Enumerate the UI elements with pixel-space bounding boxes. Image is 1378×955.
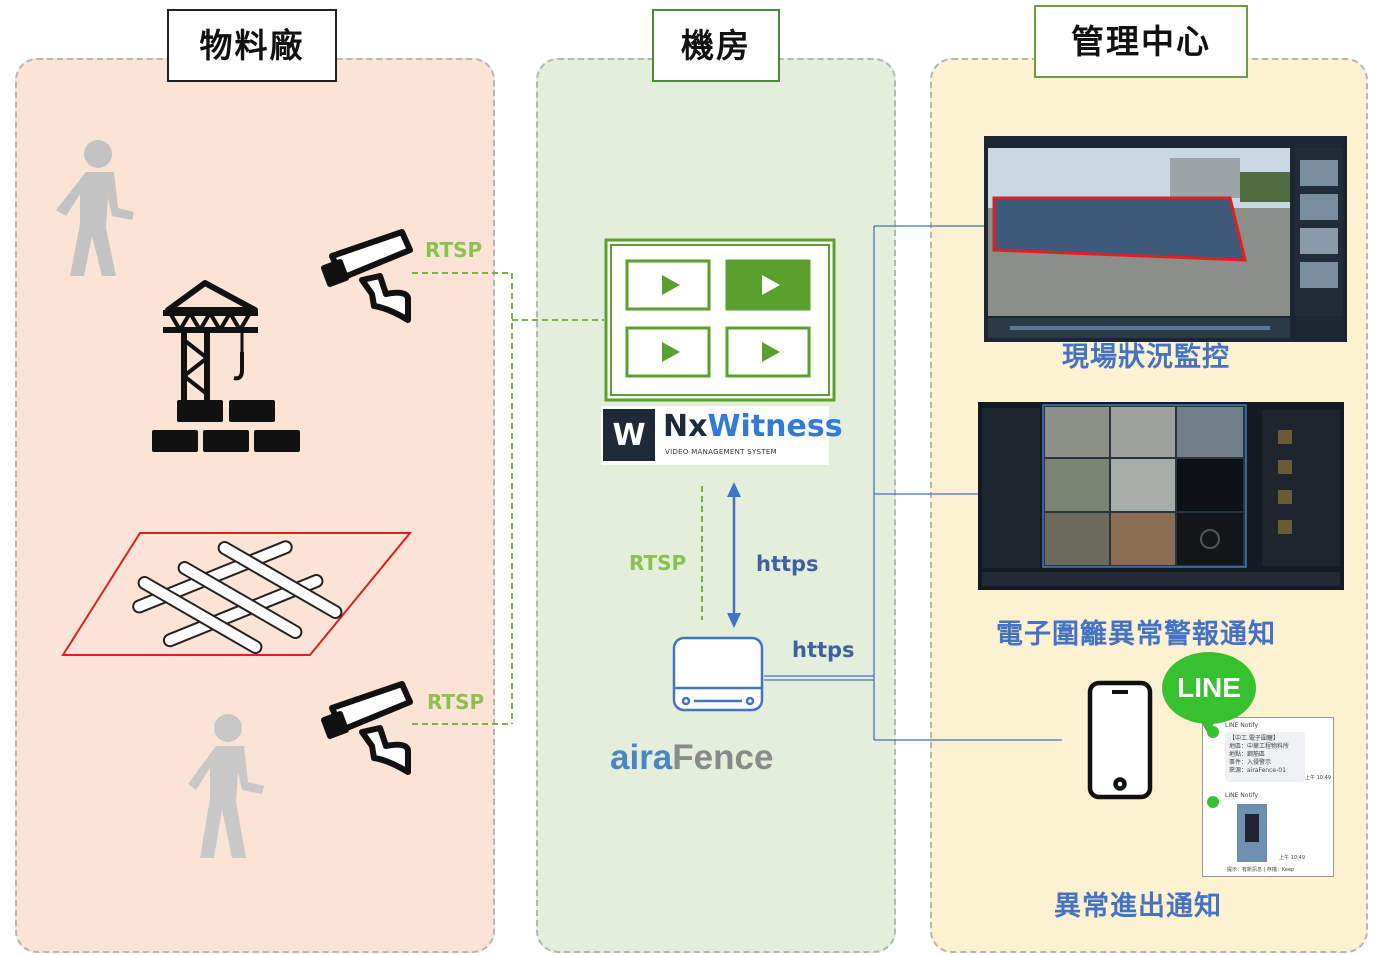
- rebar-icon: [132, 540, 343, 654]
- chat-footer: 提示：有新訊息 | 存擋：Keep: [1227, 867, 1295, 873]
- chat-msg-line-2: 地區：中華工程物料所: [1229, 743, 1290, 750]
- entry-notice-caption: 異常進出通知: [1054, 891, 1222, 922]
- chat-photo: [1237, 804, 1267, 862]
- https-label-horizontal: https: [792, 638, 855, 662]
- line-logo-icon: LINE: [1162, 652, 1256, 734]
- walking-person-icon: [188, 714, 264, 858]
- chat-msg-line-5: 來源：airaFence-01: [1229, 767, 1286, 774]
- factory-title: 物料廠: [167, 9, 337, 82]
- nx-witness-name: NxWitness: [663, 412, 843, 442]
- airafence-logo-part2: Fence: [672, 738, 774, 777]
- rtsp-label-top: RTSP: [425, 238, 483, 262]
- chat-time-2: 上午 10:49: [1279, 855, 1305, 861]
- walking-person-icon: [56, 140, 134, 276]
- nx-witness-mark: W: [603, 409, 655, 461]
- tower-crane-icon: [163, 280, 258, 400]
- rtsp-label-vertical: RTSP: [629, 551, 687, 575]
- chat-sender-2: LINE Notify: [1225, 792, 1259, 799]
- chat-sender-1: LINE Notify: [1225, 722, 1259, 729]
- airafence-logo-part1: aira: [610, 738, 673, 777]
- machine-room-title: 機房: [652, 9, 780, 82]
- nx-witness-name-part2: Witness: [707, 409, 843, 444]
- live-monitor-caption: 現場狀況監控: [1062, 342, 1230, 373]
- line-chat-screenshot: LINE Notify 【中工.電子圍籬】 地區：中華工程物料所 地點：鋼筋區 …: [1202, 717, 1334, 877]
- chat-msg-line-3: 地點：鋼筋區: [1229, 751, 1266, 758]
- chat-msg-line-4: 事件：入侵警示: [1229, 759, 1272, 766]
- https-connector: [764, 225, 1062, 741]
- line-avatar-icon: [1207, 796, 1219, 808]
- chat-time-1: 上午 10:49: [1305, 775, 1331, 781]
- video-grid-icon: [604, 238, 836, 402]
- fence-alarm-caption: 電子圍籬異常警報通知: [996, 619, 1276, 650]
- smartphone-icon: [1087, 680, 1153, 800]
- nx-witness-logo: W NxWitness VIDEO MANAGEMENT SYSTEM: [601, 406, 843, 465]
- chat-message-bubble: 【中工.電子圍籬】 地區：中華工程物料所 地點：鋼筋區 事件：入侵警示 來源：a…: [1225, 732, 1305, 782]
- live-monitor-screenshot: [984, 136, 1347, 342]
- nvr-box-icon: [672, 636, 764, 712]
- cctv-camera-icon: [321, 681, 413, 775]
- brick-stack-icon: [152, 400, 300, 452]
- fence-alarm-screenshot: [978, 402, 1344, 590]
- nx-witness-subtitle: VIDEO MANAGEMENT SYSTEM: [665, 448, 777, 456]
- https-label-vertical: https: [756, 552, 819, 576]
- nx-witness-name-part1: Nx: [663, 409, 708, 444]
- chat-msg-line-1: 【中工.電子圍籬】: [1229, 735, 1279, 742]
- management-center-title: 管理中心: [1034, 5, 1248, 78]
- airafence-logo: airaFence: [610, 738, 773, 778]
- rtsp-label-bottom: RTSP: [427, 690, 485, 714]
- machine-room-zone: [536, 58, 896, 953]
- https-arrow: [727, 482, 741, 628]
- cctv-camera-icon: [321, 229, 413, 323]
- rtsp-connector: [412, 272, 703, 725]
- rebar-zone-outline: [61, 532, 413, 656]
